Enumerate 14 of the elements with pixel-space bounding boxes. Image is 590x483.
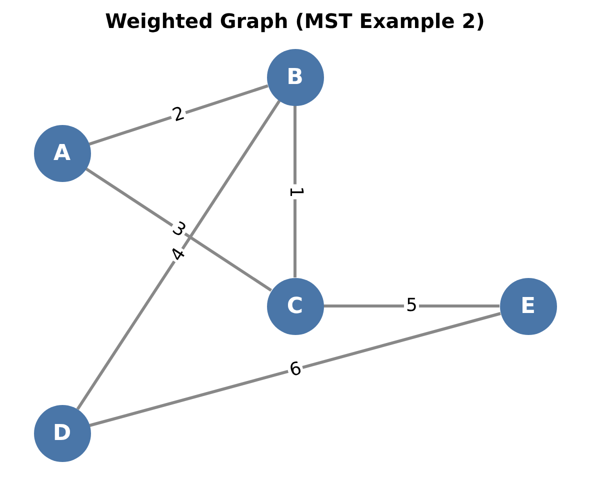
edge-line: [324, 304, 500, 308]
node-label: C: [286, 294, 304, 318]
edge-line: [89, 312, 501, 427]
node-label: D: [52, 420, 72, 446]
edge-line: [88, 84, 268, 146]
node-label: A: [53, 140, 71, 166]
node-circle: [34, 404, 90, 462]
node-label: B: [286, 64, 304, 90]
edge-line: [294, 106, 296, 278]
node-label: E: [520, 294, 536, 318]
chart-title: Weighted Graph (MST Example 2): [104, 9, 486, 33]
node-circle: [266, 278, 324, 334]
edge-line: [76, 100, 281, 410]
edge-line: [85, 167, 272, 292]
